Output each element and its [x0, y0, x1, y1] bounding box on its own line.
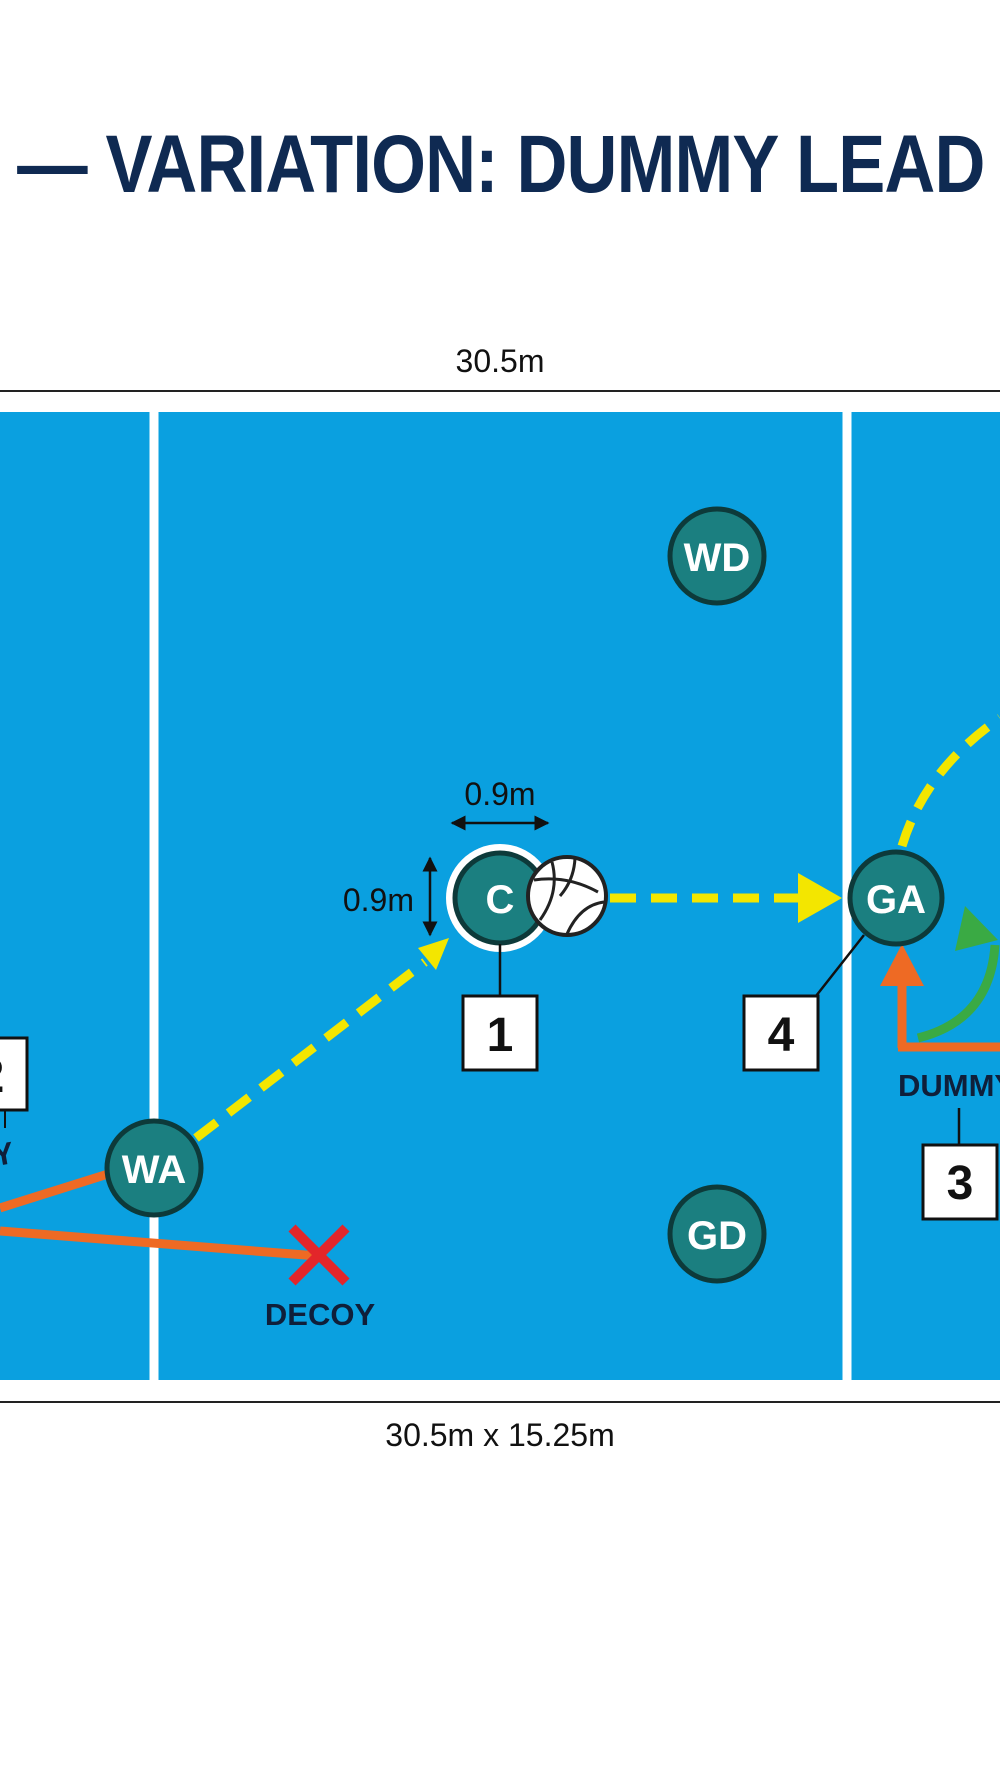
cut-run-ga [916, 944, 1000, 1043]
player-gd[interactable]: GD [667, 1184, 767, 1284]
pass-wa-to-c [193, 958, 428, 1142]
svg-text:GD: GD [687, 1214, 747, 1258]
circle-height-label: 0.9m [343, 882, 414, 918]
pass-arrowhead-ga [798, 873, 842, 923]
dummy-run-arrowhead-ga [880, 944, 924, 986]
svg-text:C: C [486, 878, 515, 922]
decoy-label: DECOY [265, 1297, 376, 1332]
dummy-label-right: DUMMY [898, 1068, 1000, 1103]
dummy-run-wa [0, 1169, 110, 1213]
svg-text:1: 1 [487, 1009, 514, 1062]
step-3-box: 3 [921, 1143, 999, 1221]
player-c[interactable]: C [452, 850, 548, 946]
step-1-box: 1 [461, 994, 539, 1072]
bottom-dimension-label: 30.5m x 15.25m [385, 1417, 614, 1453]
decoy-run-line [0, 1226, 319, 1261]
svg-text:WD: WD [684, 536, 751, 580]
diagram-title: 3 — VARIATION: DUMMY LEAD [0, 119, 985, 210]
netball-icon[interactable] [526, 855, 608, 937]
circle-width-label: 0.9m [464, 776, 535, 812]
pass-ga-curve [897, 714, 1000, 848]
player-ga[interactable]: GA [847, 849, 945, 947]
pass-arrowhead-c [418, 938, 449, 970]
top-dimension-label: 30.5m [456, 343, 545, 379]
svg-text:WA: WA [122, 1148, 186, 1192]
step-2-box: 2 [0, 1036, 29, 1112]
svg-text:2: 2 [0, 1050, 4, 1103]
svg-text:4: 4 [768, 1009, 795, 1062]
player-wd[interactable]: WD [667, 506, 767, 606]
svg-text:3: 3 [947, 1157, 974, 1210]
step-4-box: 4 [742, 994, 820, 1072]
cut-run-arrowhead [955, 906, 998, 951]
step-4-leader [815, 934, 865, 997]
decoy-cross-icon [288, 1224, 350, 1286]
player-wa[interactable]: WA [104, 1118, 204, 1218]
svg-text:GA: GA [866, 878, 926, 922]
